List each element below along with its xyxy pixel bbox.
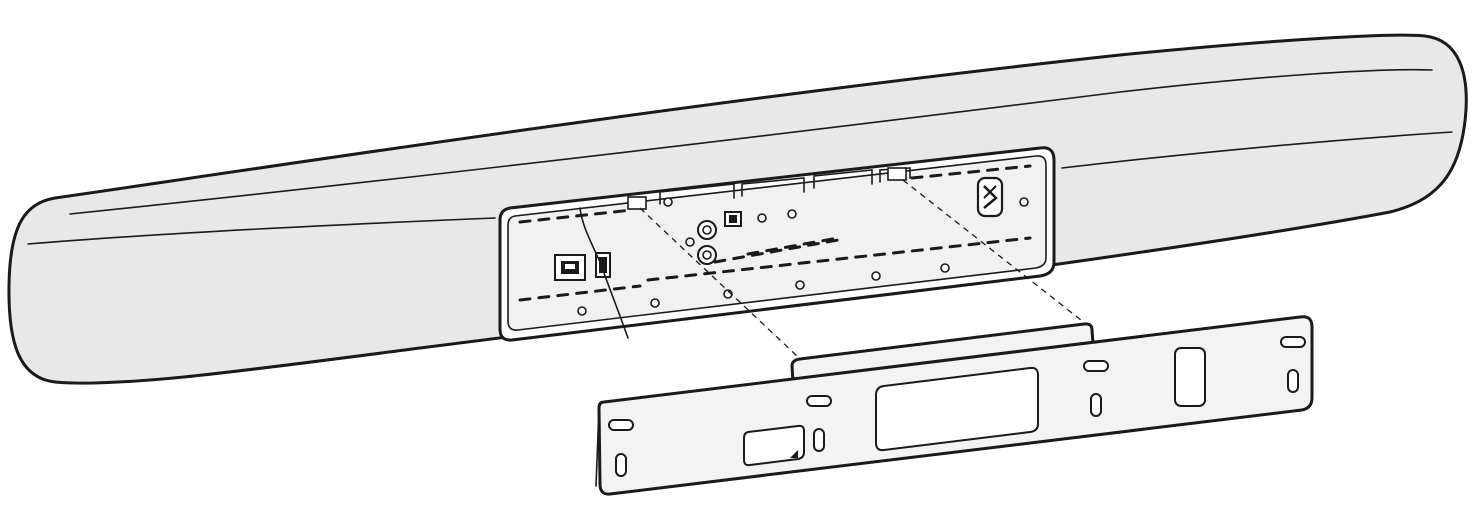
connector-housing-2	[741, 177, 805, 197]
bracket-center-cutout	[875, 366, 1039, 452]
rear-connector-panel	[498, 146, 1056, 342]
screw-icon	[577, 306, 587, 316]
screw-icon	[663, 197, 673, 207]
small-clip-1	[627, 196, 647, 210]
guide-line-right	[902, 179, 1087, 325]
connector-housing-1	[659, 183, 735, 205]
vent-row-mid	[713, 238, 840, 264]
vent-row-lower	[646, 236, 1032, 282]
corner-marker	[790, 450, 798, 458]
screw-icon	[1019, 197, 1029, 207]
screw-icon	[795, 280, 805, 290]
bracket-left-cutout	[743, 424, 805, 467]
screw-icon	[940, 263, 950, 273]
screw-icon	[685, 237, 695, 247]
slot-vertical-4	[1287, 369, 1299, 393]
slot-horizontal-4	[1280, 336, 1306, 348]
slot-horizontal-2	[806, 395, 832, 407]
vent-row-mid-2	[746, 236, 840, 256]
soundbar-left-contour	[27, 217, 496, 245]
vent-row-top-right	[910, 164, 1032, 180]
power-inlet-icon	[976, 176, 1004, 218]
soundbar-right-contour	[1061, 131, 1453, 169]
bracket-left-edge	[595, 407, 600, 487]
soundbar-top-contour	[69, 68, 1433, 215]
connector-housing-3	[813, 169, 873, 189]
mounting-guide-lines	[639, 179, 1087, 357]
rca-jack-top-icon	[697, 220, 717, 240]
guide-line-left	[639, 207, 798, 357]
screw-icon	[650, 298, 660, 308]
bracket-right-cutout	[1174, 347, 1206, 407]
small-clip-2	[887, 167, 907, 181]
slot-vertical-2	[813, 428, 825, 452]
bracket-flange-line	[609, 409, 1303, 495]
rca-jack-bottom-icon	[697, 245, 717, 265]
bracket-top-tab	[790, 322, 1095, 384]
vent-row-top-left	[518, 208, 634, 224]
wall-mount-bracket	[595, 315, 1314, 496]
slot-horizontal-1	[608, 419, 634, 431]
slot-horizontal-3	[1083, 360, 1109, 372]
panel-inner-recess	[507, 155, 1047, 331]
optical-port-icon	[724, 211, 742, 227]
screw-icon	[871, 271, 881, 281]
usb-port-icon	[554, 254, 586, 281]
slot-vertical-3	[1090, 393, 1102, 417]
cable-line	[579, 207, 629, 339]
service-port-icon	[757, 213, 767, 223]
vent-row-bottom	[518, 284, 642, 302]
screw-icon	[787, 209, 797, 219]
slot-vertical-1	[615, 453, 627, 477]
